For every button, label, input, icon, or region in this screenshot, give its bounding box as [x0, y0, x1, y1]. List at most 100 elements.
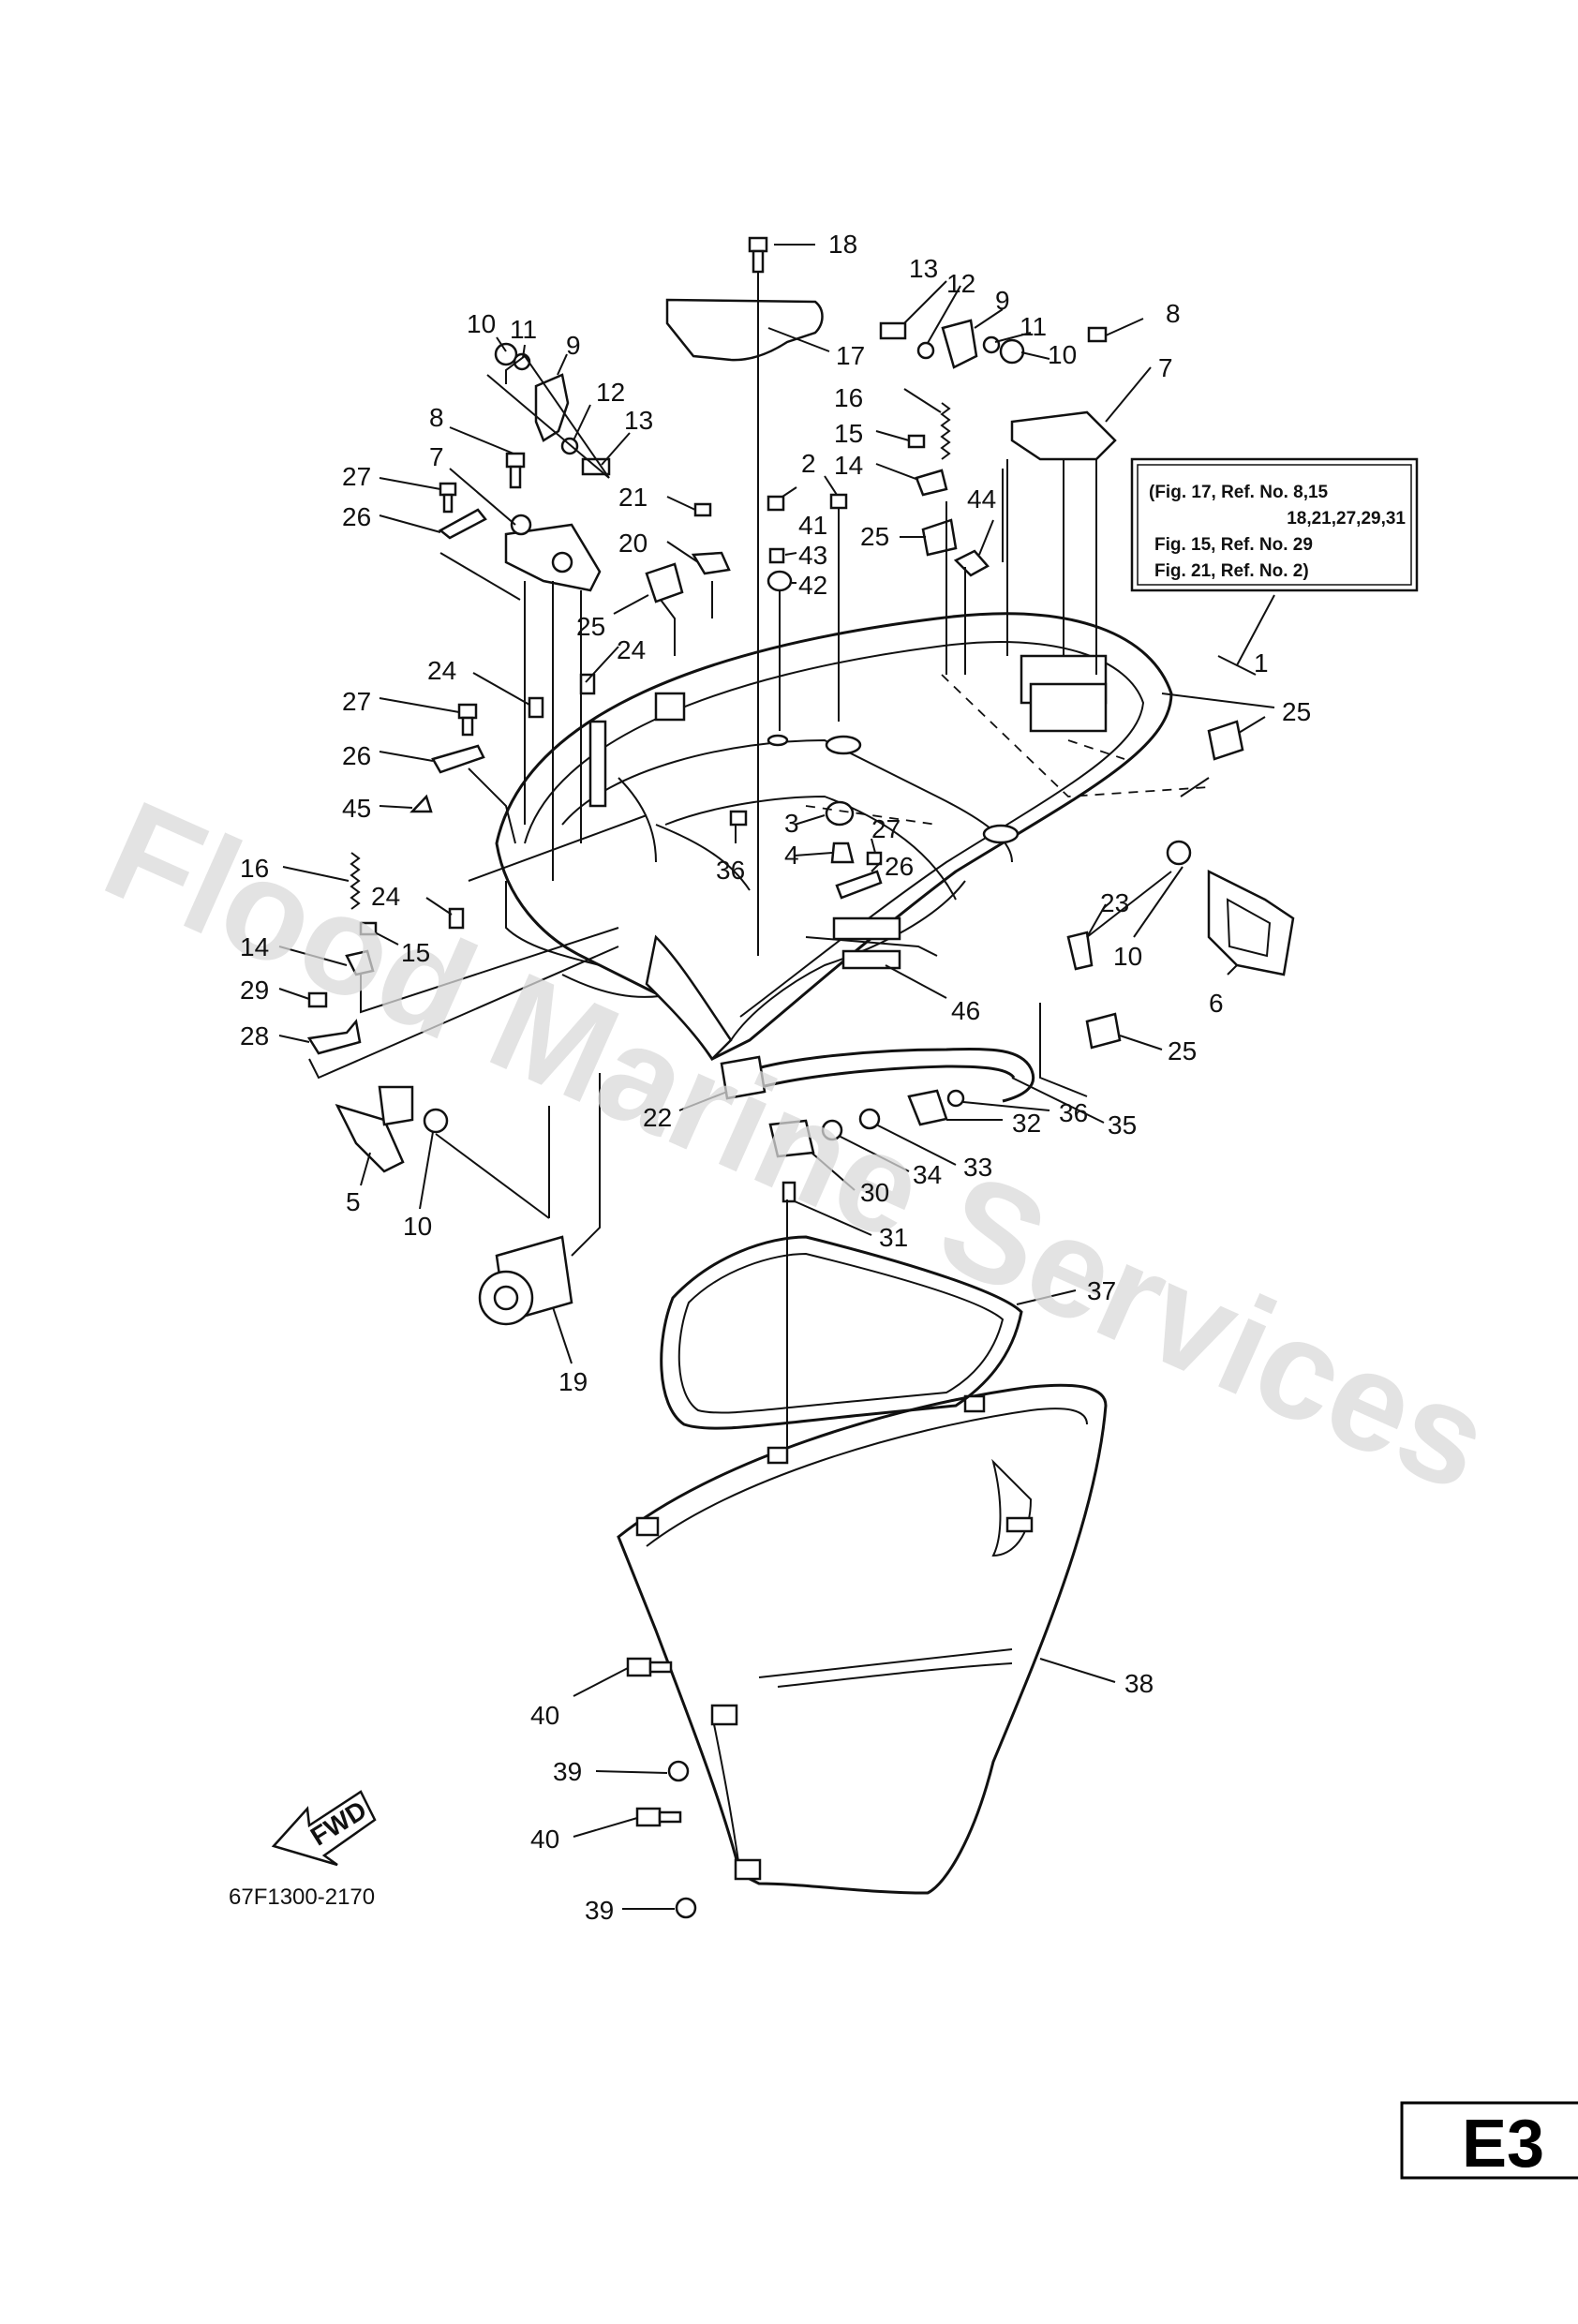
- note-line-3: Fig. 15, Ref. No. 29: [1154, 535, 1313, 555]
- callout-45: 45: [342, 794, 371, 823]
- part-40-bolt-lower: [635, 1807, 662, 1827]
- part-36-clip-lower: [946, 1089, 965, 1108]
- bolt-shank: [509, 465, 522, 489]
- callout-12-left: 12: [596, 378, 625, 407]
- part-22-grommet: [720, 1055, 767, 1100]
- note-line-4: Fig. 21, Ref. No. 2): [1154, 561, 1309, 581]
- section-tag-text: E3: [1462, 2107, 1544, 2182]
- part-25-clip: [1085, 1012, 1122, 1050]
- leader-lines: [278, 244, 1275, 1910]
- callout-27-mid: 27: [342, 687, 371, 716]
- part-14-clip-right: [915, 469, 948, 497]
- drawing-code: 67F1300-2170: [229, 1885, 375, 1910]
- callout-28: 28: [240, 1021, 269, 1050]
- callout-8-right: 8: [1166, 299, 1181, 328]
- part-25-clip: [921, 518, 958, 557]
- part-8-bolt-right: [1087, 326, 1108, 343]
- part-27-screw-upper: [439, 482, 457, 497]
- part-20-bracket: [691, 551, 731, 575]
- callout-35: 35: [1108, 1110, 1137, 1140]
- callout-38: 38: [1124, 1669, 1154, 1698]
- part-41-bolt: [767, 495, 785, 512]
- screw-shank: [442, 493, 454, 514]
- callout-36-lower: 36: [1059, 1098, 1088, 1127]
- callout-23: 23: [1100, 888, 1129, 917]
- callout-18: 18: [828, 230, 857, 259]
- callout-15-right: 15: [834, 419, 863, 448]
- callout-11-right: 11: [1020, 312, 1047, 341]
- callout-16-left: 16: [240, 854, 269, 883]
- part-42-grommet: [767, 570, 793, 592]
- part-44-label: [953, 549, 990, 577]
- part-6-handle: [1207, 869, 1295, 976]
- callout-15-left: 15: [401, 938, 430, 967]
- callout-10-left: 10: [467, 309, 496, 338]
- bracket-hole: [510, 514, 532, 536]
- callout-1: 1: [1254, 648, 1269, 678]
- callout-13-right: 13: [909, 254, 938, 283]
- callout-10-grommet: 10: [1113, 942, 1142, 971]
- callout-24-upper: 24: [617, 635, 646, 664]
- section-tag: E3: [1400, 2101, 1578, 2182]
- part-16-spring-left: [350, 852, 361, 910]
- callout-27-upper: 27: [342, 462, 371, 491]
- callout-36-upper: 36: [716, 856, 745, 885]
- callout-22: 22: [643, 1103, 672, 1132]
- callout-31: 31: [879, 1223, 908, 1252]
- callout-5: 5: [346, 1187, 361, 1216]
- callout-40-upper: 40: [530, 1701, 559, 1730]
- lever-housing: [378, 1085, 414, 1126]
- callout-17: 17: [836, 341, 865, 370]
- bolt-shank: [658, 1810, 682, 1824]
- callout-26-upper: 26: [342, 502, 371, 531]
- callout-labels: 1 2 3 4 5 6 7 7 8 8 9 9 10 10 10 10 11 1…: [240, 230, 1311, 1925]
- part-10-grommet-lower: [423, 1108, 449, 1134]
- part-39-nut-upper: [667, 1760, 690, 1782]
- part-14-clip-left: [345, 949, 375, 976]
- callout-7-left: 7: [429, 442, 444, 471]
- part-26-plate-center: [835, 870, 883, 900]
- part-39-nut-lower: [675, 1897, 697, 1919]
- callout-6: 6: [1209, 989, 1224, 1018]
- callout-26-center: 26: [885, 852, 914, 881]
- note-line-2: 18,21,27,29,31: [1287, 509, 1406, 529]
- callout-30: 30: [860, 1178, 889, 1207]
- callout-14-left: 14: [240, 932, 269, 961]
- part-25-clip: [1207, 720, 1244, 761]
- part-27-screw-center: [866, 851, 883, 866]
- callout-2: 2: [801, 449, 816, 478]
- callout-39-lower: 39: [585, 1896, 614, 1925]
- part-29-screw: [307, 991, 328, 1008]
- part-3-grommet: [825, 800, 855, 827]
- callout-4: 4: [784, 841, 799, 870]
- part-36-clip-upper: [729, 810, 748, 827]
- callout-16-right: 16: [834, 383, 863, 412]
- note-box: (Fig. 17, Ref. No. 8,15 18,21,27,29,31 F…: [1130, 457, 1419, 592]
- part-13-bolt-right: [879, 321, 907, 340]
- hose-edge: [730, 1065, 1016, 1098]
- callout-39-upper: 39: [553, 1757, 582, 1786]
- callout-41: 41: [798, 511, 827, 540]
- part-8-bolt-left: [505, 452, 526, 469]
- callout-21: 21: [618, 483, 648, 512]
- part-17-cover: [665, 298, 824, 362]
- part-28-holder: [306, 1019, 362, 1055]
- callout-3: 3: [784, 809, 799, 838]
- callout-9-left: 9: [566, 331, 581, 360]
- callout-44: 44: [967, 484, 996, 514]
- bottom-cowling-part: [495, 612, 1173, 1061]
- callout-25-center: 25: [860, 522, 889, 551]
- callout-27-center: 27: [871, 814, 901, 843]
- part-4-fitting: [830, 842, 855, 864]
- part-2-bolt: [829, 493, 848, 510]
- part-23-fitting: [1066, 931, 1094, 971]
- callout-10-right: 10: [1048, 340, 1077, 369]
- callout-40-lower: 40: [530, 1825, 559, 1854]
- part-30-fitting: [768, 1119, 815, 1158]
- callout-24-mid: 24: [427, 656, 456, 685]
- part-33-nut: [858, 1108, 881, 1130]
- callout-9-right: 9: [995, 286, 1010, 315]
- part-43-collar: [768, 547, 785, 564]
- part-35-hose: [730, 1047, 1035, 1103]
